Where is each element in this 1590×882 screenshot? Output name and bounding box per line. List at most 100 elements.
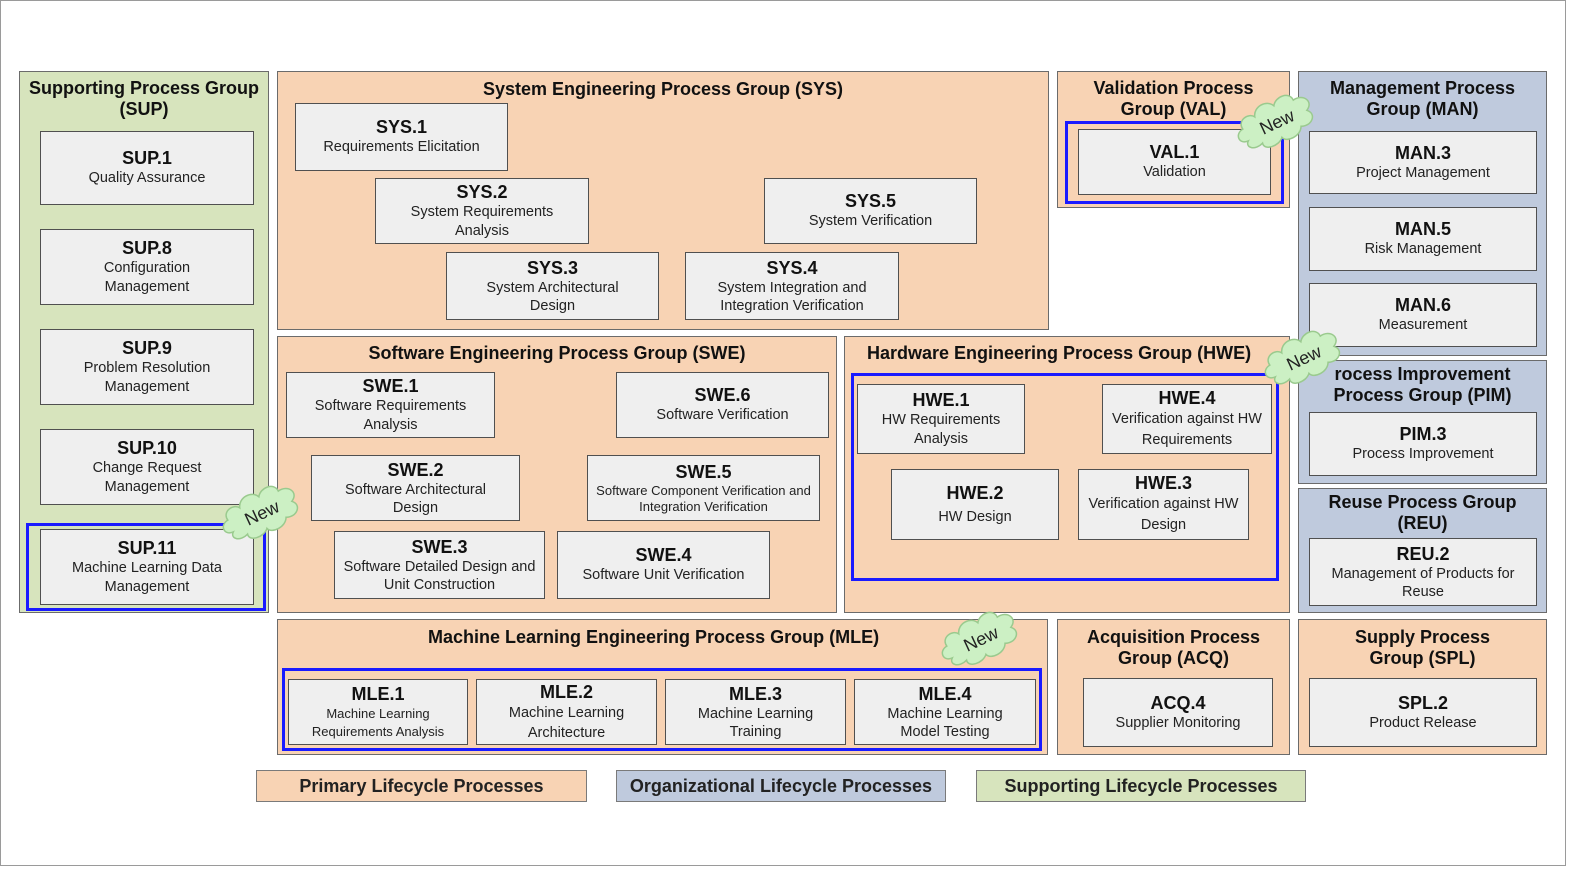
process-name: Requirements Elicitation	[323, 139, 480, 155]
process-code: REU.2	[1396, 543, 1450, 564]
process-hwe4[interactable]: HWE.4 Verification against HW Requiremen…	[1102, 384, 1272, 454]
process-pim3[interactable]: PIM.3 Process Improvement	[1309, 412, 1537, 476]
group-title: System Engineering Process Group (SYS)	[482, 79, 844, 99]
process-sys4[interactable]: SYS.4 System Integration and Integration…	[685, 252, 899, 320]
process-code: SYS.1	[375, 117, 428, 137]
process-name: Software Component Verification and Inte…	[596, 482, 811, 514]
new-badge-sup11: New	[222, 485, 299, 540]
process-name: Configuration Management	[103, 259, 191, 295]
group-title: Software Engineering Process Group (SWE)	[368, 343, 746, 363]
process-man6[interactable]: MAN.6 Measurement	[1309, 283, 1537, 347]
process-man3[interactable]: MAN.3 Project Management	[1309, 131, 1537, 194]
new-highlight-mle	[282, 668, 1042, 751]
process-name: Software Detailed Design and Unit Constr…	[343, 558, 536, 593]
process-name: Verification against HW Design	[1088, 496, 1239, 533]
group-title: rocess Improvement Process Group (PIM)	[1333, 364, 1512, 405]
group-title: Acquisition Process Group (ACQ)	[1086, 627, 1261, 668]
process-code: MLE.1	[351, 683, 405, 704]
group-title: Management Process Group (MAN)	[1329, 78, 1516, 119]
process-code: SYS.5	[844, 191, 897, 211]
process-code: SWE.3	[411, 536, 468, 557]
process-swe6[interactable]: SWE.6 Software Verification	[616, 372, 829, 438]
process-sup11[interactable]: SUP.11 Machine Learning Data Management	[40, 529, 254, 605]
new-badge-hwe: New	[1264, 330, 1341, 385]
process-code: SUP.8	[122, 237, 172, 258]
process-name: Process Improvement	[1352, 446, 1494, 462]
process-swe4[interactable]: SWE.4 Software Unit Verification	[557, 531, 770, 599]
process-val1[interactable]: VAL.1 Validation	[1078, 129, 1271, 195]
process-name: Risk Management	[1364, 241, 1482, 257]
process-spl2[interactable]: SPL.2 Product Release	[1309, 678, 1537, 747]
new-badge-val: New	[1237, 94, 1314, 149]
process-name: Machine Learning Requirements Analysis	[311, 705, 445, 739]
process-code: SWE.5	[675, 461, 732, 482]
legend-supporting: Supporting Lifecycle Processes	[976, 770, 1306, 802]
legend-organizational: Organizational Lifecycle Processes	[616, 770, 946, 802]
process-name: Machine Learning Data Management	[72, 559, 222, 595]
process-code: SUP.9	[122, 337, 172, 358]
process-code: SWE.4	[635, 545, 692, 565]
process-name: Problem Resolution Management	[83, 359, 211, 395]
process-name: HW Requirements Analysis	[881, 411, 1001, 447]
process-hwe1[interactable]: HWE.1 HW Requirements Analysis	[857, 384, 1025, 454]
process-sys1[interactable]: SYS.1 Requirements Elicitation	[295, 103, 508, 171]
process-name: Change Request Management	[92, 459, 202, 495]
process-code: MLE.4	[918, 683, 972, 704]
process-mle4[interactable]: MLE.4 Machine Learning Model Testing	[854, 679, 1036, 745]
process-hwe2[interactable]: HWE.2 HW Design	[891, 469, 1059, 540]
process-sup1[interactable]: SUP.1 Quality Assurance	[40, 131, 254, 205]
process-code: VAL.1	[1149, 142, 1200, 162]
process-code: HWE.2	[946, 482, 1004, 503]
process-code: SPL.2	[1397, 692, 1449, 713]
process-name: Quality Assurance	[88, 170, 206, 186]
process-code: MAN.6	[1394, 295, 1451, 315]
process-mle1[interactable]: MLE.1 Machine Learning Requirements Anal…	[288, 679, 468, 745]
process-man5[interactable]: MAN.5 Risk Management	[1309, 207, 1537, 271]
process-name: Software Architectural Design	[344, 481, 487, 516]
process-code: SYS.4	[766, 257, 818, 278]
process-swe5[interactable]: SWE.5 Software Component Verification an…	[587, 455, 820, 521]
new-highlight-hwe	[851, 373, 1279, 581]
process-name: Management of Products for Reuse	[1331, 565, 1515, 600]
slide-frame	[0, 0, 1566, 866]
process-code: HWE.1	[912, 389, 970, 410]
process-name: Machine Learning Model Testing	[887, 705, 1003, 740]
process-name: Machine Learning Architecture	[508, 704, 625, 741]
process-name: System Architectural Design	[486, 279, 619, 314]
process-sys3[interactable]: SYS.3 System Architectural Design	[446, 252, 659, 320]
process-swe3[interactable]: SWE.3 Software Detailed Design and Unit …	[334, 531, 545, 599]
process-code: SWE.2	[387, 459, 444, 480]
process-name: Machine Learning Training	[697, 705, 814, 740]
process-code: MAN.3	[1394, 142, 1451, 163]
process-code: ACQ.4	[1150, 692, 1206, 713]
process-sys5[interactable]: SYS.5 System Verification	[764, 178, 977, 244]
process-name: Software Requirements Analysis	[314, 397, 467, 433]
process-hwe3[interactable]: HWE.3 Verification against HW Design	[1078, 469, 1249, 540]
new-highlight-sup11	[26, 523, 266, 611]
process-sup9[interactable]: SUP.9 Problem Resolution Management	[40, 329, 254, 405]
process-code: SUP.1	[122, 148, 172, 168]
process-mle3[interactable]: MLE.3 Machine Learning Training	[665, 679, 846, 745]
process-name: Software Verification	[656, 407, 789, 423]
process-code: MLE.3	[728, 683, 782, 704]
process-swe1[interactable]: SWE.1 Software Requirements Analysis	[286, 372, 495, 438]
process-code: SUP.10	[117, 437, 177, 458]
process-code: PIM.3	[1399, 424, 1447, 444]
process-sup8[interactable]: SUP.8 Configuration Management	[40, 229, 254, 305]
process-sys2[interactable]: SYS.2 System Requirements Analysis	[375, 178, 589, 244]
process-code: MAN.5	[1394, 219, 1451, 239]
group-title: Validation Process Group (VAL)	[1093, 78, 1254, 119]
group-title: Supporting Process Group (SUP)	[28, 78, 260, 119]
legend-primary: Primary Lifecycle Processes	[256, 770, 587, 802]
process-name: Product Release	[1369, 714, 1477, 731]
process-mle2[interactable]: MLE.2 Machine Learning Architecture	[476, 679, 657, 745]
process-name: Software Unit Verification	[582, 567, 745, 583]
process-code: HWE.3	[1134, 473, 1192, 493]
process-sup10[interactable]: SUP.10 Change Request Management	[40, 429, 254, 505]
group-title: Reuse Process Group (REU)	[1328, 492, 1517, 533]
process-reu2[interactable]: REU.2 Management of Products for Reuse	[1309, 538, 1537, 606]
process-name: HW Design	[938, 508, 1012, 525]
process-swe2[interactable]: SWE.2 Software Architectural Design	[311, 455, 520, 521]
process-acq4[interactable]: ACQ.4 Supplier Monitoring	[1083, 678, 1273, 747]
process-code: SYS.3	[526, 257, 579, 278]
